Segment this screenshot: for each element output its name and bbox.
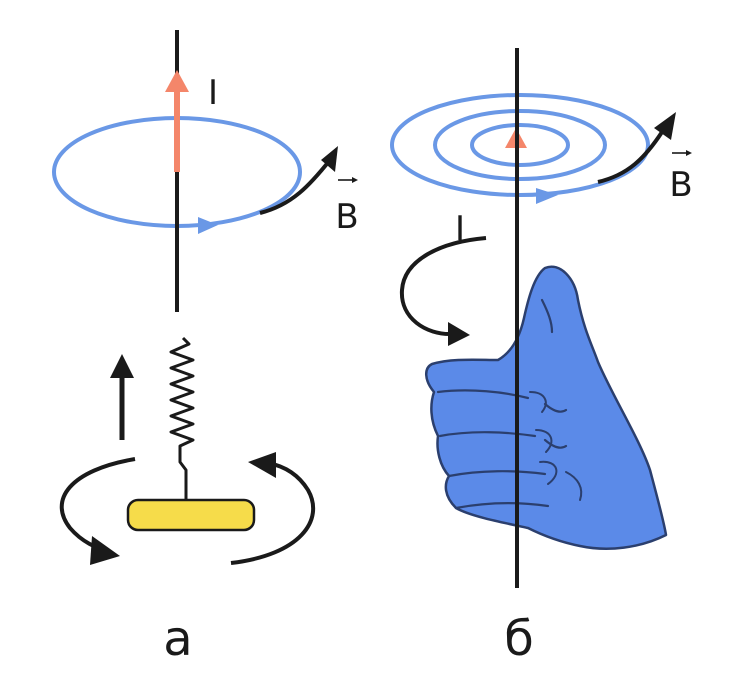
rotation-arrow-left — [59, 457, 136, 554]
caption-a: а — [163, 611, 192, 667]
panel-b: I B б — [390, 48, 693, 667]
current-curve-arrow-b — [399, 236, 487, 337]
b-vector-arrowhead-a — [321, 146, 338, 172]
caption-b: б — [504, 611, 534, 667]
field-loop-arrowhead-a — [198, 217, 218, 234]
field-loop-b-outer — [390, 93, 650, 197]
field-loop-b-middle — [433, 109, 607, 181]
current-arrow-a — [165, 70, 189, 172]
rotation-arrowhead-right — [248, 452, 276, 478]
field-loop-b-inner — [470, 123, 570, 167]
field-label-a-text: B — [335, 197, 358, 237]
screw-head — [126, 498, 256, 532]
screw-spring — [169, 336, 195, 500]
finger-lines — [436, 298, 568, 510]
rotation-arrow-right — [230, 461, 316, 565]
b-vector-arrow-a — [259, 158, 332, 215]
hand-illustration — [425, 265, 668, 550]
field-label-a: B — [335, 177, 359, 237]
b-vector-arrowhead-b — [654, 112, 676, 140]
field-loop-arrowhead-b — [536, 188, 558, 204]
rotation-arrowhead-left — [90, 536, 120, 565]
field-label-b: B — [669, 150, 693, 205]
hand-shape — [425, 265, 668, 550]
current-curve-arrowhead-b — [448, 322, 470, 346]
current-label-b: I — [455, 209, 465, 249]
current-label-a: I — [208, 73, 218, 113]
b-vector-arrow-b — [597, 130, 664, 184]
panel-a: I B а — [52, 30, 359, 667]
knuckle-lines — [529, 391, 583, 501]
translation-arrowhead — [110, 354, 134, 378]
field-label-b-text: B — [669, 165, 692, 205]
